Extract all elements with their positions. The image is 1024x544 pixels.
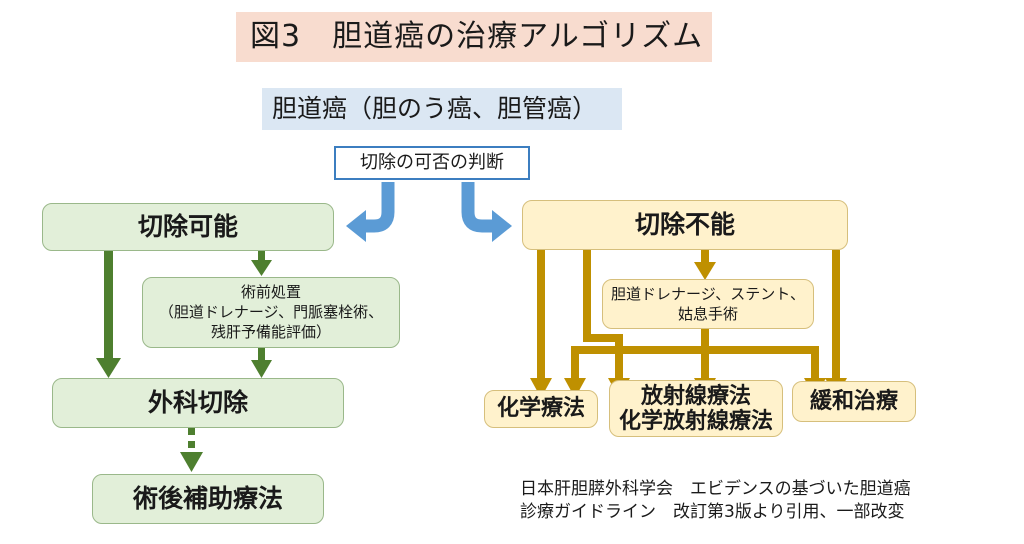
gold-line-to-chemo-b bbox=[571, 346, 579, 380]
gold-head-procedure bbox=[694, 262, 716, 280]
palliative-care-label: 緩和治療 bbox=[809, 389, 898, 414]
branch-arrowhead-right bbox=[492, 210, 512, 242]
gold-line-left2-horizontal bbox=[583, 334, 623, 342]
palliative-procedure-line-2: 姑息手術 bbox=[677, 305, 738, 323]
gold-line-center-to-procedure bbox=[701, 250, 709, 264]
branch-arrow-left bbox=[362, 182, 395, 233]
dashed-arrow-head bbox=[180, 452, 203, 472]
citation-line-2: 診療ガイドライン 改訂第3版より引用、一部改変 bbox=[520, 502, 905, 522]
adjuvant-therapy-node: 術後補助療法 bbox=[92, 474, 324, 524]
resectability-decision-node: 切除の可否の判断 bbox=[334, 146, 530, 180]
surgical-resection-label: 外科切除 bbox=[147, 388, 248, 417]
branch-arrowhead-left bbox=[346, 210, 366, 242]
preop-line-1: 術前処置 bbox=[240, 283, 301, 301]
gold-line-left2-vertical bbox=[583, 250, 591, 340]
figure-title: 図3 胆道癌の治療アルゴリズム bbox=[236, 12, 712, 62]
arrow-resectable-to-surgery-head bbox=[96, 358, 121, 378]
chemotherapy-label: 化学療法 bbox=[496, 396, 585, 421]
gold-line-to-palliative-a bbox=[811, 346, 819, 380]
gold-line-to-palliative-b bbox=[832, 250, 840, 380]
resectable-node: 切除可能 bbox=[42, 203, 334, 251]
radiotherapy-node: 放射線療法 化学放射線療法 bbox=[609, 380, 783, 437]
resectable-label: 切除可能 bbox=[137, 212, 238, 241]
gold-line-to-chemo-a bbox=[537, 250, 545, 380]
arrow-resectable-to-preop-shaft bbox=[258, 250, 265, 262]
dashed-arrow-segment-2 bbox=[188, 441, 195, 448]
branch-arrow-right bbox=[461, 182, 494, 233]
palliative-procedure-line-1: 胆道ドレナージ、ステント、 bbox=[611, 285, 805, 303]
gold-line-to-radio-left bbox=[615, 334, 623, 380]
disease-heading: 胆道癌（胆のう癌、胆管癌） bbox=[262, 88, 622, 130]
citation-line-1: 日本肝胆膵外科学会 エビデンスの基づいた胆道癌 bbox=[520, 479, 911, 499]
unresectable-label: 切除不能 bbox=[634, 210, 735, 239]
gold-line-crossbar bbox=[571, 346, 819, 354]
arrow-resectable-to-preop-head bbox=[251, 260, 272, 276]
gold-line-procedure-down bbox=[701, 328, 709, 380]
adjuvant-therapy-label: 術後補助療法 bbox=[132, 484, 283, 513]
surgical-resection-node: 外科切除 bbox=[52, 378, 344, 428]
palliative-care-node: 緩和治療 bbox=[792, 381, 916, 422]
preoperative-procedure-node: 術前処置 （胆道ドレナージ、門脈塞栓術、 残肝予備能評価） bbox=[142, 277, 400, 348]
source-citation: 日本肝胆膵外科学会 エビデンスの基づいた胆道癌 診療ガイドライン 改訂第3版より… bbox=[520, 478, 1000, 524]
preop-line-3: 残肝予備能評価） bbox=[210, 323, 331, 341]
unresectable-node: 切除不能 bbox=[522, 200, 848, 250]
dashed-arrow-segment-1 bbox=[188, 428, 195, 435]
radiotherapy-line-1: 放射線療法 bbox=[640, 384, 751, 409]
arrow-resectable-to-surgery-shaft bbox=[104, 250, 113, 360]
chemotherapy-node: 化学療法 bbox=[484, 390, 598, 428]
arrow-preop-to-surgery-head bbox=[251, 360, 272, 378]
preop-line-2: （胆道ドレナージ、門脈塞栓術、 bbox=[158, 303, 384, 321]
arrow-preop-to-surgery-shaft bbox=[258, 348, 265, 362]
palliative-procedure-node: 胆道ドレナージ、ステント、 姑息手術 bbox=[602, 279, 814, 329]
radiotherapy-line-2: 化学放射線療法 bbox=[618, 409, 773, 434]
